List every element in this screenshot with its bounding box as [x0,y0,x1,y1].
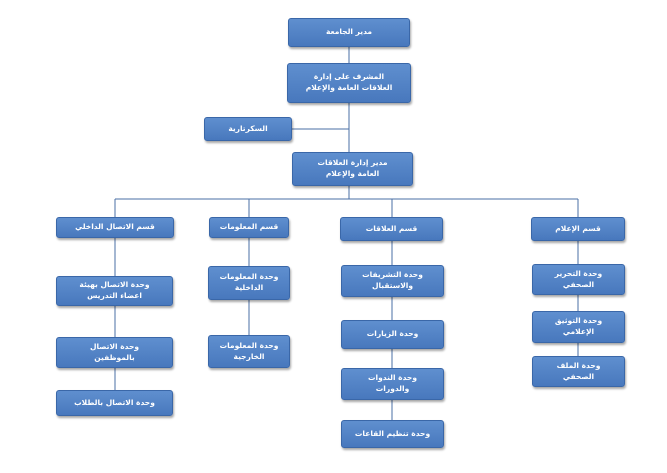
node-president: مدير الجامعة [288,18,410,47]
dept-relations: قسم العلاقات [340,217,443,241]
unit-press-editing: وحدة التحرير الصحفي [532,264,625,295]
node-supervisor: المشرف على إدارة العلاقات العامة والإعلا… [287,63,411,103]
unit-press-file: وحدة الملف الصحفي [532,356,625,387]
node-director: مدير إدارة العلاقات العامة والإعلام [292,152,413,186]
unit-media-documentation: وحدة التوثيق الإعلامي [532,311,625,343]
unit-staff-comm: وحدة الاتصال بالموظفين [56,337,173,368]
dept-information: قسم المعلومات [209,217,289,238]
unit-student-comm: وحدة الاتصال بالطلاب [56,390,173,416]
unit-faculty-comm: وحدة الاتصال بهيئة اعضاء التدريس [56,276,173,306]
dept-media: قسم الإعلام [531,217,625,241]
unit-visits: وحدة الزيارات [341,320,444,349]
unit-internal-info: وحدة المعلومات الداخلية [208,266,290,300]
dept-internal-comm: قسم الاتصال الداخلي [56,217,174,238]
unit-external-info: وحدة المعلومات الخارجية [208,335,290,368]
unit-seminars: وحدة الندوات والدورات [341,368,444,400]
unit-ceremonies: وحدة التشريفات والاستقبال [341,265,444,297]
node-secretariat: السكرتارية [204,117,292,141]
unit-halls: وحدة تنظيم القاعات [341,420,444,448]
